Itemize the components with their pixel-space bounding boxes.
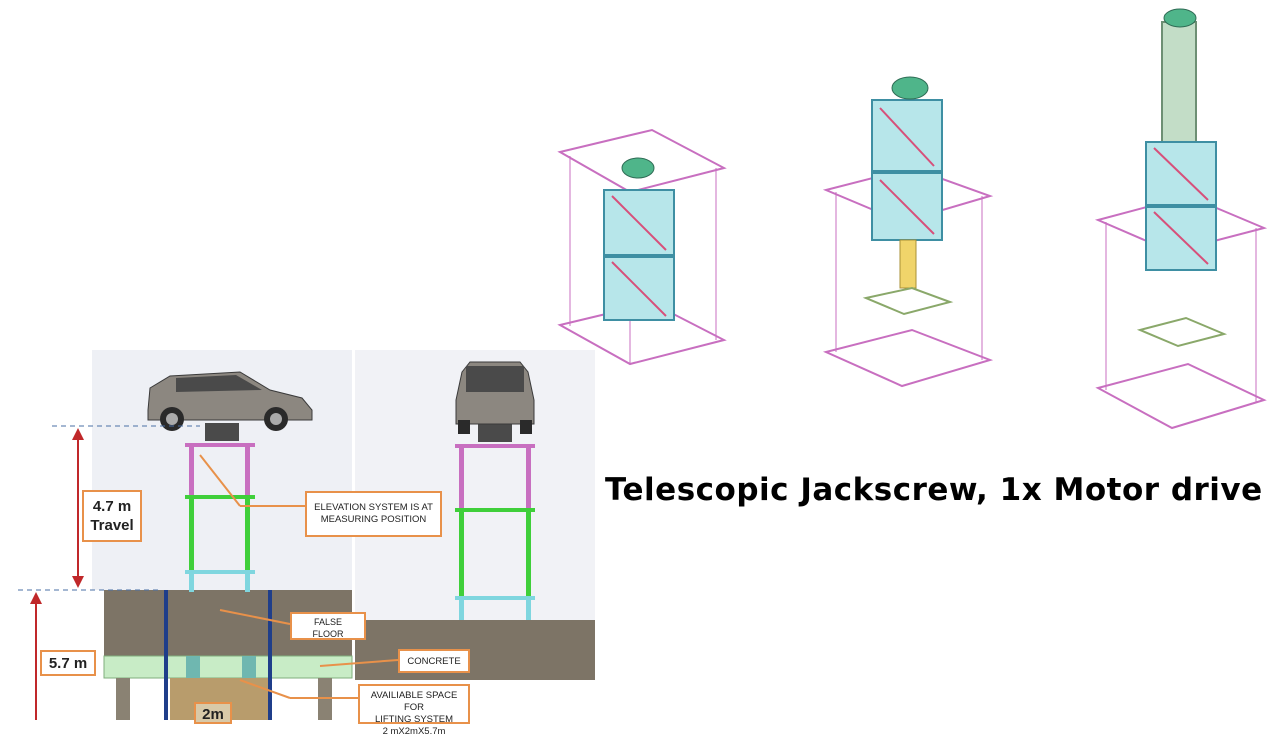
leader-space bbox=[239, 679, 291, 699]
left-upper-post-r bbox=[245, 445, 250, 497]
right-upper-post-r bbox=[526, 446, 531, 510]
depth-value: 5.7 m bbox=[48, 655, 88, 672]
left-low-post-l bbox=[189, 572, 194, 592]
callout-space-line-1: AVAILIABLE SPACE FOR bbox=[370, 690, 458, 713]
false-floor-band bbox=[103, 655, 353, 679]
callout-false-floor: FALSE FLOOR bbox=[290, 612, 366, 640]
jackscrew-diagram bbox=[18, 8, 1268, 720]
callout-false-floor-line-1: FALSE bbox=[313, 617, 342, 627]
pit-leg-left bbox=[116, 678, 130, 720]
diagram-title: Telescopic Jackscrew, 1x Motor drive bbox=[605, 472, 1263, 508]
jackscrew-stage-2 bbox=[822, 76, 994, 388]
right-low-post-r bbox=[526, 598, 531, 620]
travel-arrow-head-bottom bbox=[72, 576, 84, 588]
jackscrew-stage-3 bbox=[1094, 8, 1268, 430]
left-crossbar-top bbox=[185, 443, 255, 447]
travel-value: 4.7 m bbox=[92, 498, 132, 515]
callout-false-floor-line-2: FLOOR bbox=[312, 629, 344, 639]
right-mid-post-r bbox=[526, 510, 531, 598]
travel-arrow-head-top bbox=[72, 428, 84, 440]
travel-word: Travel bbox=[90, 517, 134, 534]
left-mid-post-r bbox=[245, 497, 250, 572]
left-upper-post-l bbox=[189, 445, 194, 497]
callout-concrete: CONCRETE bbox=[398, 649, 470, 673]
callout-space-line-2: LIFTING SYSTEM bbox=[374, 714, 454, 725]
leader-false-floor bbox=[219, 609, 291, 625]
width-dimension-label: 2m bbox=[194, 702, 232, 724]
left-platform bbox=[205, 423, 239, 441]
travel-dimension-label: 4.7 m Travel bbox=[82, 490, 142, 542]
left-mid-post-l bbox=[189, 497, 194, 572]
width-value: 2m bbox=[202, 706, 224, 723]
right-crossbar-top bbox=[455, 444, 535, 448]
right-platform bbox=[478, 424, 512, 442]
right-concrete-slab bbox=[355, 620, 595, 680]
right-low-post-l bbox=[459, 598, 464, 620]
leader-concrete bbox=[319, 659, 399, 667]
left-crossbar-mid bbox=[185, 495, 255, 499]
left-crossbar-low bbox=[185, 570, 255, 574]
callout-elevation-line-2: MEASURING POSITION bbox=[320, 514, 427, 525]
car-side-icon bbox=[147, 371, 313, 431]
callout-space-line-3: 2 mX2mX5.7m bbox=[382, 726, 446, 737]
left-low-post-r bbox=[245, 572, 250, 592]
pit-jack-right bbox=[242, 656, 256, 678]
right-upper-post-l bbox=[459, 446, 464, 510]
pit-jack-left bbox=[186, 656, 200, 678]
right-mid-post-l bbox=[459, 510, 464, 598]
car-rear-icon bbox=[455, 361, 535, 434]
callout-concrete-text: CONCRETE bbox=[407, 656, 461, 667]
right-crossbar-mid bbox=[455, 508, 535, 512]
depth-arrow-head-top bbox=[30, 592, 42, 604]
depth-dimension-label: 5.7 m bbox=[40, 650, 96, 676]
right-crossbar-low bbox=[455, 596, 535, 600]
callout-elevation-system: ELEVATION SYSTEM IS AT MEASURING POSITIO… bbox=[305, 491, 442, 537]
leader-elevation bbox=[199, 454, 241, 507]
callout-elevation-line-1: ELEVATION SYSTEM IS AT bbox=[314, 502, 433, 513]
jackscrew-stage-1 bbox=[557, 128, 727, 366]
callout-available-space: AVAILIABLE SPACE FOR LIFTING SYSTEM 2 mX… bbox=[358, 684, 470, 737]
